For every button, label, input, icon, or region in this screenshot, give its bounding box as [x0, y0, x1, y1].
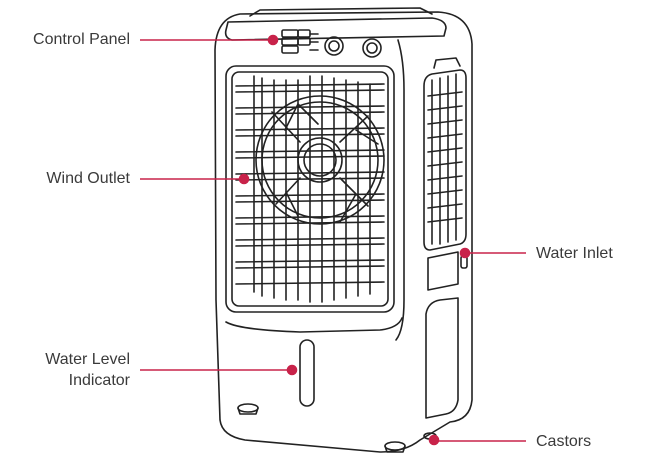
front-grill-frame	[225, 65, 395, 313]
control-button-1	[281, 29, 299, 38]
label-wind-outlet-text: Wind Outlet	[46, 170, 130, 187]
cooler-body-outline	[214, 11, 473, 453]
side-handle	[433, 57, 461, 69]
control-knob-right	[362, 38, 382, 58]
control-button-3	[281, 45, 299, 54]
label-water-level-line1: Water Level	[45, 351, 130, 368]
label-water-level-indicator: Water Level Indicator	[8, 349, 130, 391]
control-knob-left	[324, 36, 344, 56]
dot-water-level	[286, 364, 298, 376]
cooler-top-lid	[224, 17, 447, 41]
label-castors-text: Castors	[536, 433, 592, 450]
castor-front-left	[237, 403, 259, 413]
dot-water-inlet	[459, 247, 471, 259]
label-wind-outlet: Wind Outlet	[8, 168, 130, 189]
water-inlet-panel	[427, 251, 459, 291]
label-water-inlet-text: Water Inlet	[536, 245, 613, 262]
side-edge	[395, 39, 405, 341]
vertical-louvers	[253, 75, 371, 303]
dot-control-panel	[267, 34, 279, 46]
dot-wind-outlet	[238, 173, 250, 185]
label-water-inlet: Water Inlet	[536, 243, 613, 264]
label-control-panel-text: Control Panel	[33, 31, 130, 48]
side-grill-lines	[427, 73, 463, 245]
side-grill	[423, 69, 467, 251]
water-level-window	[299, 339, 315, 407]
dot-castors	[428, 434, 440, 446]
callout-leaders	[140, 34, 526, 446]
label-castors: Castors	[536, 431, 591, 452]
lower-side-recess	[425, 297, 459, 419]
label-water-level-line2: Indicator	[68, 372, 130, 389]
label-control-panel: Control Panel	[8, 29, 130, 50]
castor-front-right	[384, 441, 406, 451]
fan-guard	[255, 95, 385, 225]
